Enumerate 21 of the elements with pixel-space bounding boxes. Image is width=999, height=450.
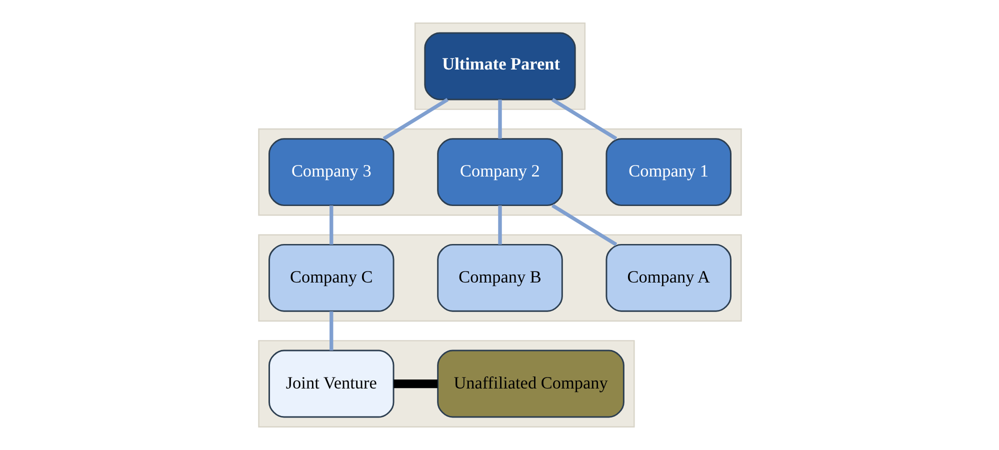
node-box: Company 2 [436, 138, 562, 206]
cluster [258, 128, 742, 216]
node-box: Joint Venture [268, 350, 394, 418]
node-box: Company 1 [605, 138, 731, 206]
connector [498, 100, 502, 139]
cluster [414, 22, 586, 110]
node-box: Company A [605, 244, 731, 312]
connector [550, 204, 617, 246]
cluster [258, 234, 742, 322]
connector [550, 98, 617, 140]
connector [329, 205, 333, 245]
connector [329, 311, 333, 350]
connector [393, 379, 438, 388]
node-box: Unaffiliated Company [436, 350, 624, 418]
connector [498, 205, 502, 245]
node-box: Company 3 [268, 138, 394, 206]
node-box: Company B [436, 244, 562, 312]
node-box: Ultimate Parent [424, 32, 576, 100]
node-box: Company C [268, 244, 394, 312]
connector [382, 98, 448, 140]
cluster [258, 340, 634, 428]
